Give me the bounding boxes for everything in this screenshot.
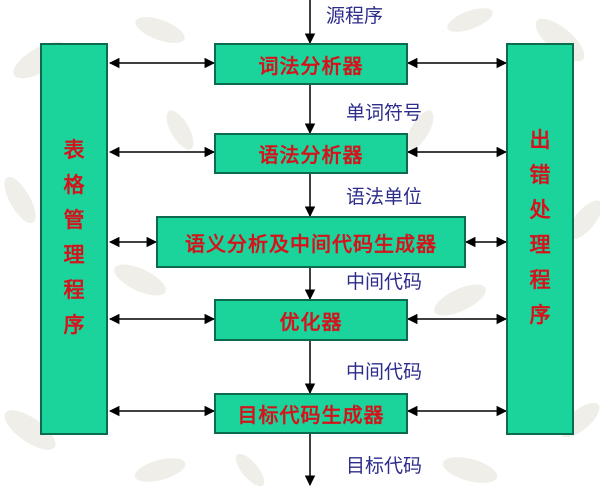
intermediate-code-label-2: 中间代码 [346, 361, 423, 383]
syntax-unit-label: 语法单位 [346, 186, 423, 208]
optimizer-label: 优化器 [279, 309, 343, 334]
optimizer-box: 优化器 [214, 299, 408, 341]
syntax-analyzer-box: 语法分析器 [214, 133, 408, 174]
intermediate-code-label-1: 中间代码 [346, 271, 423, 293]
semantic-analyzer-box: 语义分析及中间代码生成器 [156, 216, 466, 268]
target-code-label: 目标代码 [346, 455, 423, 477]
token-label: 单词符号 [346, 102, 423, 124]
error-handling-panel: 出错处理程序 [506, 43, 574, 435]
lexical-analyzer-box: 词法分析器 [214, 43, 408, 85]
table-management-panel: 表格管理程序 [40, 43, 108, 435]
semantic-analyzer-label: 语义分析及中间代码生成器 [185, 231, 437, 256]
syntax-analyzer-label: 语法分析器 [258, 143, 364, 167]
code-generator-box: 目标代码生成器 [214, 393, 408, 434]
error-handling-label: 出错处理程序 [529, 128, 551, 327]
lexical-analyzer-label: 词法分析器 [258, 53, 364, 78]
source-program-label: 源程序 [326, 5, 384, 27]
table-management-label: 表格管理程序 [63, 138, 85, 337]
code-generator-label: 目标代码生成器 [237, 403, 385, 427]
